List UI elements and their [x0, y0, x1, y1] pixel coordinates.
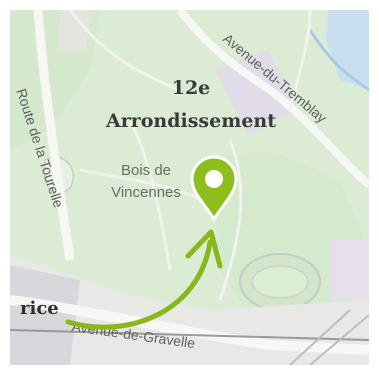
park-label: Bois de Vincennes	[86, 160, 206, 204]
district-number: 12e	[171, 77, 211, 99]
partial-place-label: rice	[20, 298, 59, 319]
park-label-line1: Bois de	[120, 162, 172, 179]
park-label-line2: Vincennes	[111, 184, 181, 201]
map-pin-icon[interactable]	[186, 153, 242, 223]
district-label: 12e Arrondissement	[96, 72, 286, 138]
map-base	[10, 10, 369, 365]
map-canvas[interactable]: 12e Arrondissement Bois de Vincennes Rou…	[10, 10, 369, 365]
district-name: Arrondissement	[105, 110, 277, 132]
